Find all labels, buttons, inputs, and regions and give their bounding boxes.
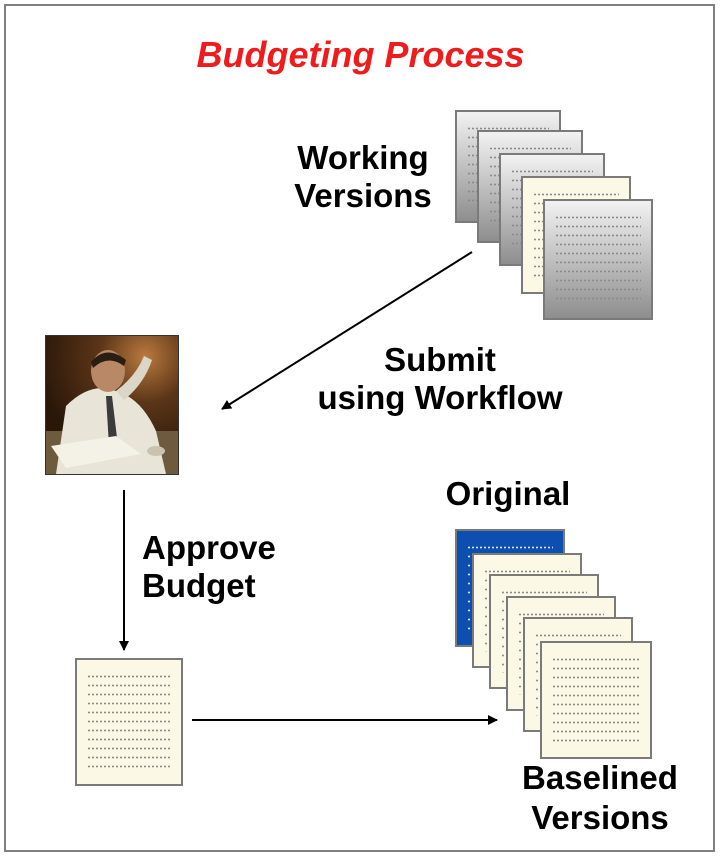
working-version-page [543,199,653,320]
submit-label-line2: using Workflow [317,379,563,416]
working-label-line1: Working [297,139,429,176]
diagram-title: Budgeting Process [196,34,525,75]
diagram-frame [4,4,715,852]
approve-label-line2: Budget [142,567,256,604]
baselined-version-page [540,641,652,759]
approve-label-line1: Approve [142,529,276,566]
baselined-label-line2: Versions [531,799,669,836]
submit-arrow [221,251,473,410]
approved-budget-document [75,658,183,786]
submit-label-line1: Submit [384,341,496,378]
baselined-label-line1: Baselined [522,759,678,796]
original-label: Original [445,475,571,512]
working-label-line2: Versions [294,177,432,214]
person-at-desk-photo [45,335,179,475]
